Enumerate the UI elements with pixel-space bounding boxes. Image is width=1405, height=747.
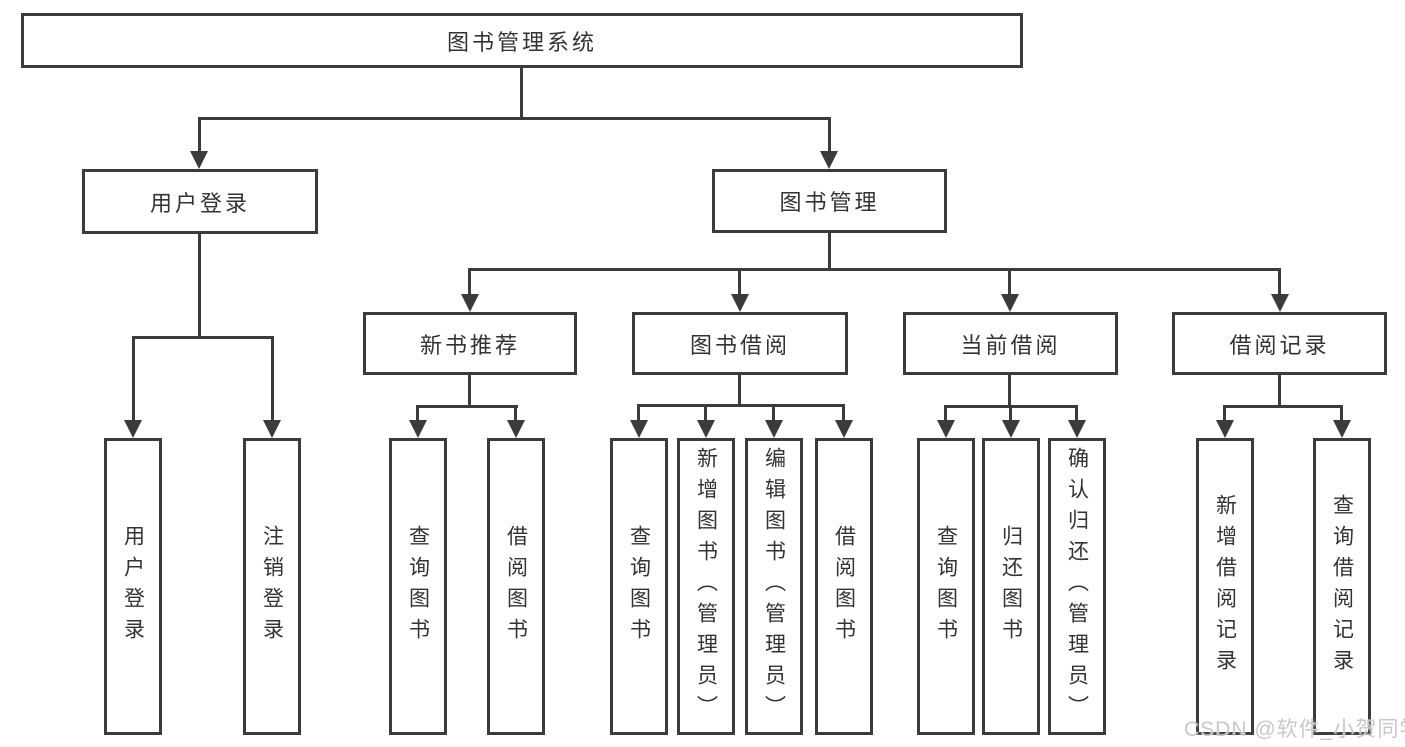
node-label: 借阅图书 — [504, 524, 528, 649]
connector-book-mgmt-stem — [828, 233, 831, 271]
leaf-recommend-query-book: 查询图书 — [389, 438, 447, 735]
arrow-down-icon — [1216, 420, 1234, 438]
arrow-down-icon — [731, 294, 749, 312]
leaf-user-login: 用户登录 — [104, 438, 162, 735]
connector-drop — [828, 117, 831, 153]
arrow-down-icon — [937, 420, 955, 438]
leaf-borrowing-borrow-book: 借阅图书 — [815, 438, 873, 735]
connector-current-stem — [1008, 375, 1011, 407]
node-user-login: 用户登录 — [82, 169, 318, 234]
leaf-borrowing-query-book: 查询图书 — [610, 438, 668, 735]
leaf-records-add-record: 新增借阅记录 — [1196, 438, 1254, 735]
node-new-book-recommend: 新书推荐 — [363, 312, 577, 375]
node-label: 查询图书 — [406, 524, 430, 649]
arrow-down-icon — [697, 420, 715, 438]
leaf-current-query-book: 查询图书 — [917, 438, 975, 735]
arrow-down-icon — [1333, 420, 1351, 438]
connector-recommend-stem — [468, 375, 471, 407]
connector-root-split — [198, 117, 831, 120]
node-label: 借阅记录 — [1229, 332, 1330, 358]
arrow-down-icon — [835, 420, 853, 438]
node-label: 编辑图书（管理员） — [762, 447, 786, 726]
leaf-current-confirm-return-admin: 确认归还（管理员） — [1048, 438, 1106, 735]
connector-drop — [416, 405, 419, 421]
connector-drop — [514, 405, 517, 421]
arrow-down-icon — [507, 420, 525, 438]
connector-borrowing-stem — [738, 375, 741, 407]
arrow-down-icon — [124, 420, 142, 438]
leaf-logout: 注销登录 — [243, 438, 301, 735]
node-borrowing-records: 借阅记录 — [1172, 312, 1387, 375]
connector-drop — [772, 404, 775, 421]
connector-drop — [271, 336, 274, 422]
connector-borrowing-split — [637, 404, 845, 407]
node-book-management: 图书管理 — [712, 169, 947, 233]
arrow-down-icon — [765, 420, 783, 438]
arrow-down-icon — [1001, 294, 1019, 312]
connector-drop — [842, 404, 845, 421]
connector-drop — [1008, 268, 1011, 297]
connector-drop — [1340, 405, 1343, 421]
node-label: 图书借阅 — [689, 332, 790, 358]
arrow-down-icon — [820, 151, 838, 169]
node-label: 图书管理 — [779, 190, 880, 215]
connector-drop — [1075, 405, 1078, 421]
leaf-records-query-record: 查询借阅记录 — [1313, 438, 1371, 735]
node-label: 当前借阅 — [960, 332, 1061, 358]
connector-drop — [738, 268, 741, 297]
arrow-down-icon — [263, 420, 281, 438]
node-label: 归还图书 — [999, 524, 1023, 649]
node-label: 确认归还（管理员） — [1065, 447, 1089, 726]
node-label: 用户登录 — [121, 524, 145, 649]
node-current-borrowing: 当前借阅 — [903, 312, 1118, 375]
leaf-borrowing-add-book-admin: 新增图书（管理员） — [677, 438, 735, 735]
node-label: 注销登录 — [260, 524, 284, 649]
node-label: 查询借阅记录 — [1330, 493, 1354, 680]
connector-user-login-split — [132, 336, 274, 339]
leaf-current-return-book: 归还图书 — [982, 438, 1040, 735]
arrow-down-icon — [190, 151, 208, 169]
node-label: 查询图书 — [627, 524, 651, 649]
connector-records-stem — [1278, 375, 1281, 407]
node-label: 新书推荐 — [419, 332, 520, 358]
node-label: 借阅图书 — [832, 524, 856, 649]
arrow-down-icon — [1271, 294, 1289, 312]
leaf-recommend-borrow-book: 借阅图书 — [487, 438, 545, 735]
connector-drop — [1009, 405, 1012, 421]
node-library-system: 图书管理系统 — [21, 13, 1023, 68]
connector-records-split — [1223, 405, 1343, 408]
connector-drop — [1278, 268, 1281, 297]
connector-drop — [944, 405, 947, 421]
csdn-watermark: CSDN @软件_小贺同学 — [1184, 718, 1405, 741]
arrow-down-icon — [1002, 420, 1020, 438]
node-label: 用户登录 — [149, 190, 250, 216]
connector-drop — [468, 268, 471, 297]
connector-drop — [1223, 405, 1226, 421]
node-label: 新增借阅记录 — [1213, 493, 1237, 680]
node-label: 查询图书 — [934, 524, 958, 649]
connector-drop — [198, 117, 201, 153]
connector-root-stem — [520, 68, 523, 120]
connector-recommend-split — [416, 405, 518, 408]
node-book-borrowing: 图书借阅 — [632, 312, 848, 375]
leaf-borrowing-edit-book-admin: 编辑图书（管理员） — [745, 438, 803, 735]
connector-drop — [132, 336, 135, 422]
connector-user-login-stem — [198, 234, 201, 338]
arrow-down-icon — [461, 294, 479, 312]
node-label: 新增图书（管理员） — [694, 447, 718, 726]
node-label: 图书管理系统 — [446, 29, 597, 55]
arrow-down-icon — [1068, 420, 1086, 438]
connector-drop — [637, 404, 640, 421]
connector-book-mgmt-split — [468, 268, 1281, 271]
arrow-down-icon — [630, 420, 648, 438]
arrow-down-icon — [409, 420, 427, 438]
connector-drop — [704, 404, 707, 421]
